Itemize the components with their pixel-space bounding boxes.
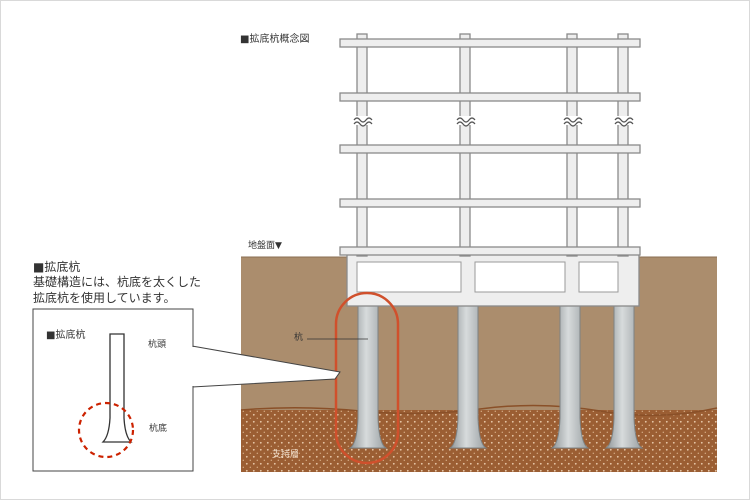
pile-1 [348,303,388,449]
column-break-marks [353,116,634,127]
inset-title: ■拡底杭 [46,330,86,341]
callout-heading: ■拡底杭 [33,260,81,274]
floor-beam [339,144,641,154]
basement-window [474,261,566,293]
pile-label: 杭 [294,333,304,343]
bearing-layer-boundary [240,404,718,417]
basement-window [578,261,619,293]
floor-beam [339,198,641,208]
pile-4 [604,303,644,449]
inset-base-highlight [77,401,135,459]
floor-beam [339,92,641,102]
floor-beam [339,38,641,48]
building-frame [339,33,641,257]
ground-level-label: 地盤面▼ [248,241,282,251]
bearing-layer-label: 支持層 [272,450,300,460]
pile-2 [448,303,488,449]
callout-connector [191,345,341,388]
callout-description-line-1: 基礎構造には、杭底を太くした [33,275,202,289]
basement-window [356,261,462,293]
diagram-title: ■拡底杭概念図 [240,34,310,45]
pile-base-label: 杭底 [149,424,168,434]
pile-3 [550,303,590,449]
callout-description-line-2: 拡底杭を使用しています。 [33,291,176,305]
pile-head-label: 杭頭 [148,340,167,350]
floor-beam [339,246,641,256]
